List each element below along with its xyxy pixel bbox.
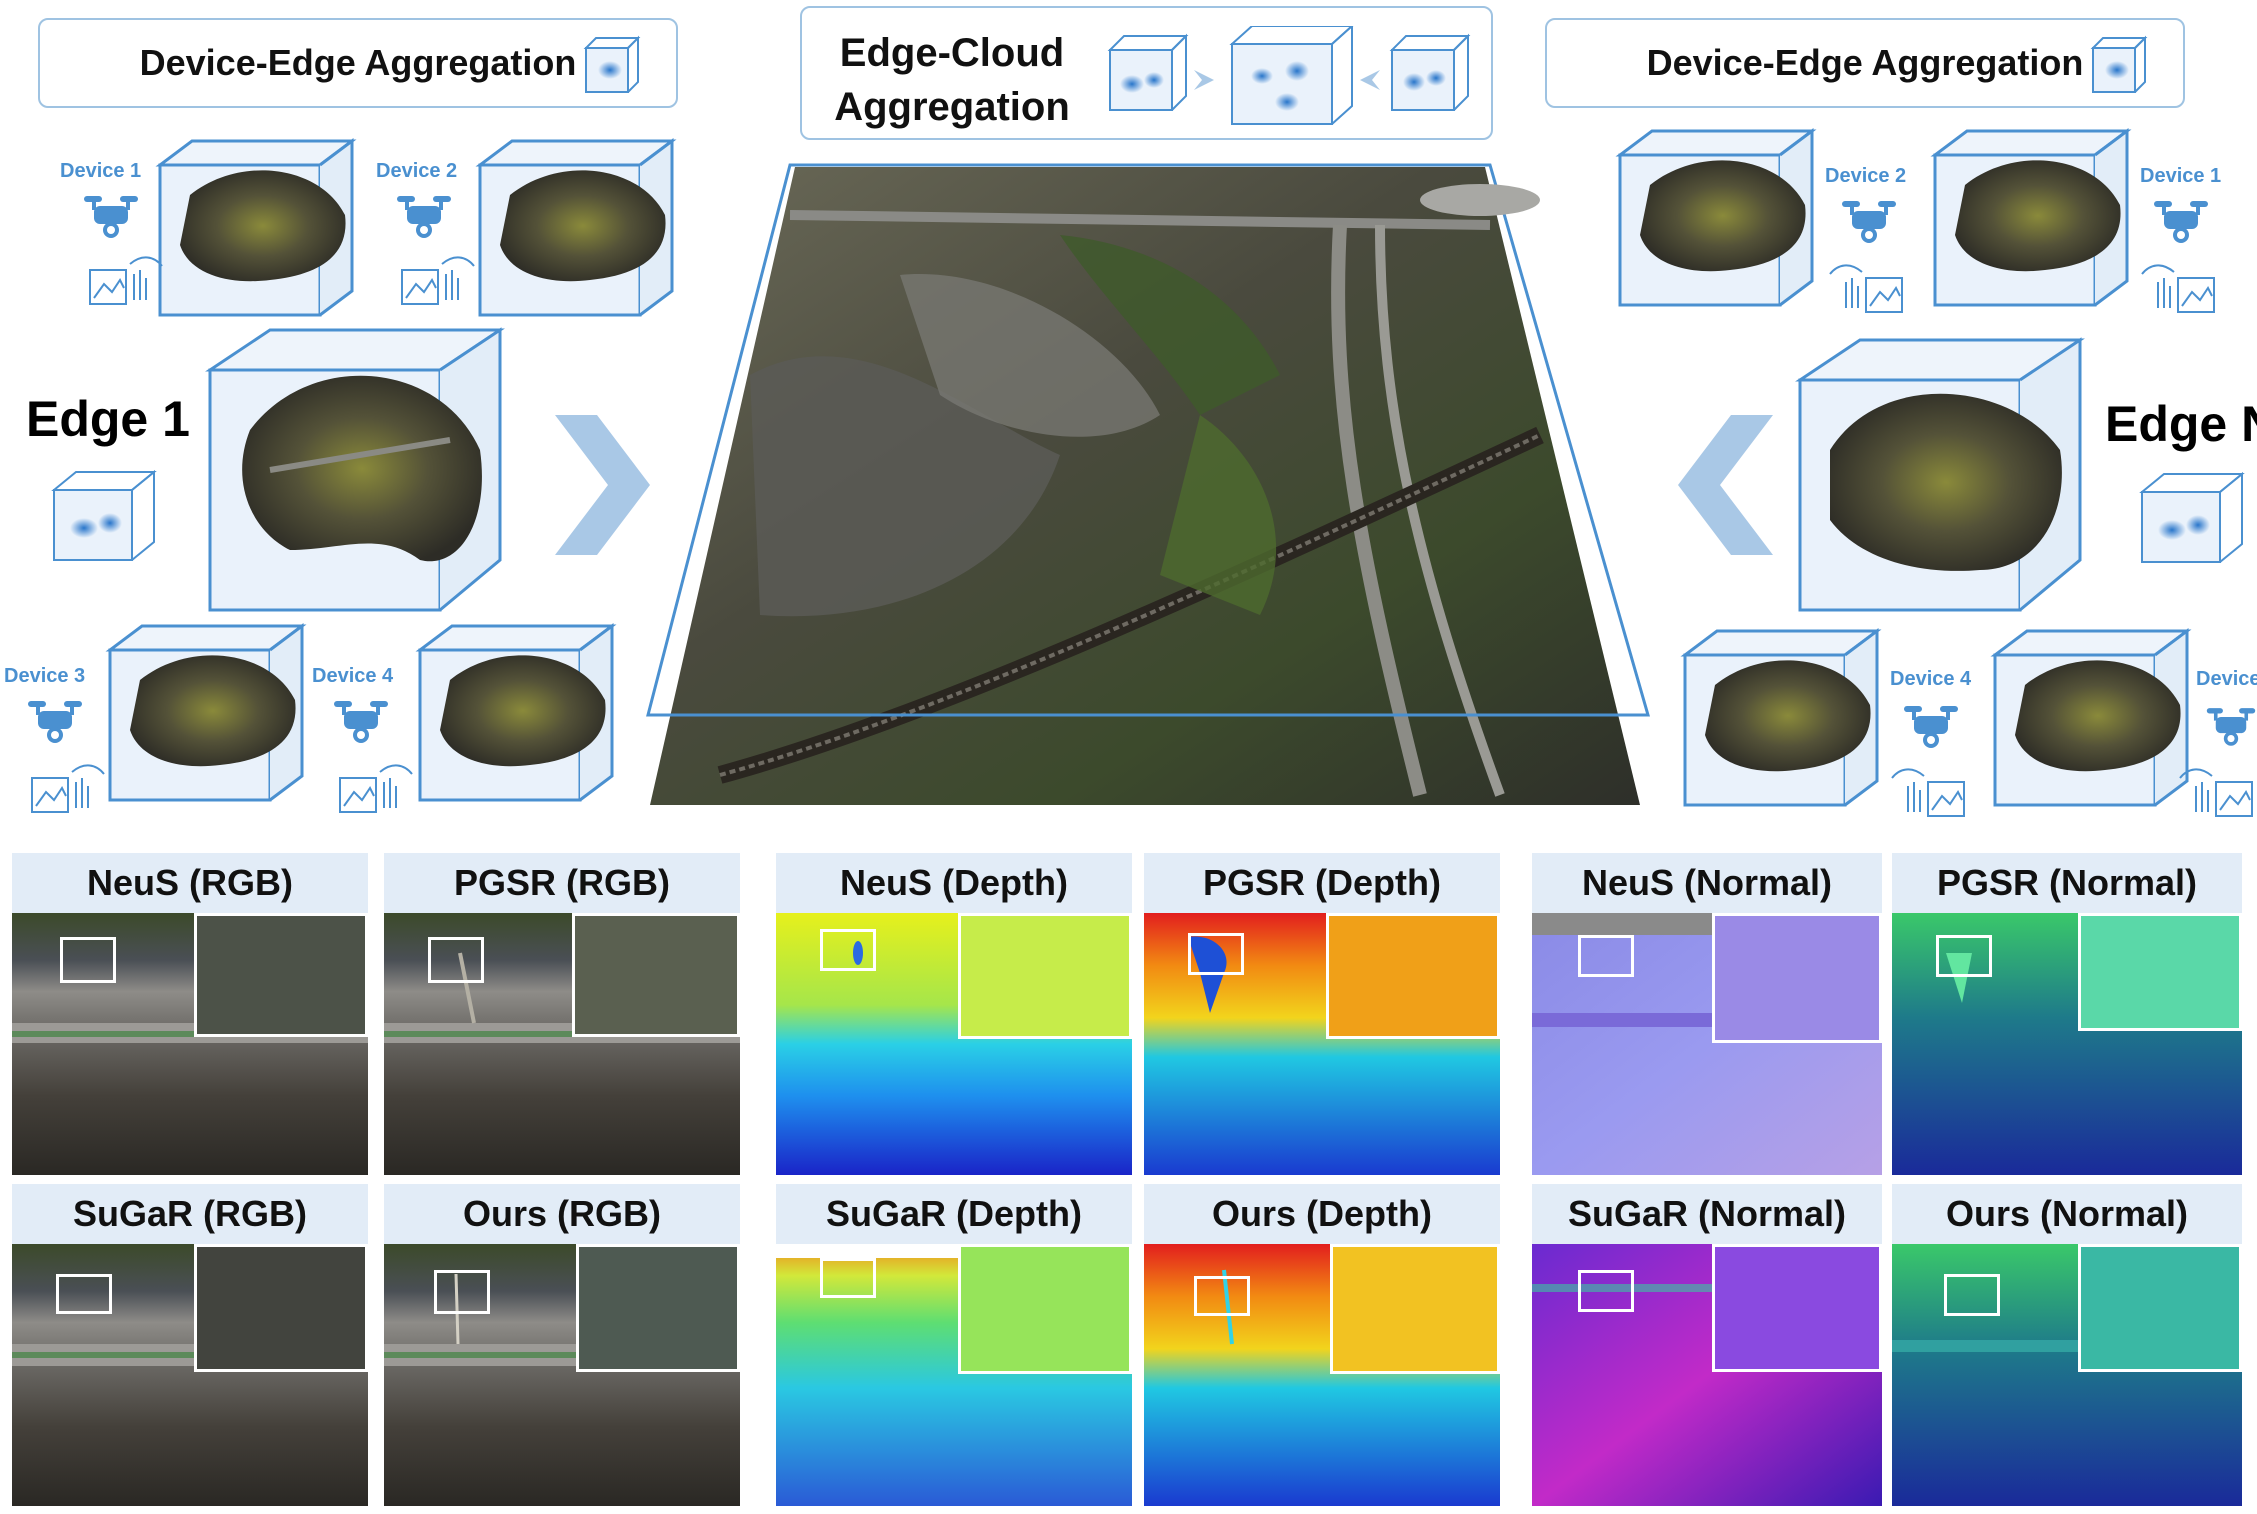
panel-title-pgsr-normal: PGSR (Normal) <box>1892 853 2242 913</box>
panel-title-pgsr-rgb: PGSR (RGB) <box>384 853 740 913</box>
panel-title-sugar-depth: SuGaR (Depth) <box>776 1184 1132 1244</box>
device-2-model <box>470 135 682 320</box>
panel-sugar-rgb <box>12 1244 368 1506</box>
gaussian-cube-icon <box>50 468 160 564</box>
drone-icon <box>1840 195 1898 247</box>
image-sync-icon <box>28 758 108 818</box>
right-device-4-label: Device 4 <box>1890 668 1972 690</box>
panel-title-sugar-normal: SuGaR (Normal) <box>1532 1184 1882 1244</box>
panel-title-ours-depth: Ours (Depth) <box>1144 1184 1500 1244</box>
center-header-line2: Aggregation <box>834 85 1070 129</box>
cloud-terrain-scene <box>640 155 1650 815</box>
panel-title-ours-rgb: Ours (RGB) <box>384 1184 740 1244</box>
right-edge-label: Edge N <box>2105 396 2257 452</box>
chevron-left-icon <box>1678 415 1773 555</box>
center-header-line1: Edge-Cloud <box>839 31 1065 75</box>
drone-icon <box>82 190 140 242</box>
panel-sugar-normal <box>1532 1244 1882 1506</box>
image-sync-icon <box>2138 258 2218 318</box>
panel-ours-normal <box>1892 1244 2242 1506</box>
left-device-2-label: Device 2 <box>376 160 458 182</box>
panel-ours-rgb <box>384 1244 740 1506</box>
panel-neus-rgb <box>12 913 368 1175</box>
image-sync-icon <box>1888 762 1968 822</box>
panel-sugar-depth <box>776 1244 1132 1506</box>
image-sync-icon <box>398 250 478 310</box>
left-device-3-label: Device 3 <box>4 665 86 687</box>
drone-icon <box>395 190 453 242</box>
panel-pgsr-normal <box>1892 913 2242 1175</box>
panel-title-neus-rgb: NeuS (RGB) <box>12 853 368 913</box>
right-device-1-model <box>1925 125 2137 310</box>
left-header-box: Device-Edge Aggregation <box>38 18 678 108</box>
drone-icon <box>2152 195 2210 247</box>
gaussian-cube-icon <box>576 34 646 96</box>
left-header-title: Device-Edge Aggregation <box>139 42 577 83</box>
right-device-2-model <box>1610 125 1822 310</box>
chevron-right-icon <box>555 415 650 555</box>
panel-title-neus-normal: NeuS (Normal) <box>1532 853 1882 913</box>
panel-pgsr-rgb <box>384 913 740 1175</box>
edge-n-aggregated-model <box>1790 330 2100 620</box>
edge-1-aggregated-model <box>190 320 530 620</box>
device-4-model <box>410 620 622 805</box>
panel-title-sugar-rgb: SuGaR (RGB) <box>12 1184 368 1244</box>
right-device-label: Device <box>2196 668 2257 690</box>
gaussian-cube-icon <box>1102 26 1482 126</box>
center-header-box: Edge-Cloud Aggregation <box>800 6 1493 140</box>
right-device-2-label: Device 2 <box>1825 165 1907 187</box>
right-header-title: Device-Edge Aggregation <box>1646 42 2084 83</box>
right-device-1-label: Device 1 <box>2140 165 2222 187</box>
image-sync-icon <box>336 758 416 818</box>
image-sync-icon <box>1826 258 1906 318</box>
panel-title-neus-depth: NeuS (Depth) <box>776 853 1132 913</box>
drone-icon <box>1902 700 1960 752</box>
device-3-model <box>100 620 312 805</box>
device-1-model <box>150 135 362 320</box>
drone-icon <box>26 695 84 747</box>
left-edge-label: Edge 1 <box>26 391 190 447</box>
gaussian-cube-icon <box>2138 470 2248 566</box>
panel-neus-depth <box>776 913 1132 1175</box>
left-device-1-label: Device 1 <box>60 160 142 182</box>
panel-neus-normal <box>1532 913 1882 1175</box>
right-device-3-model <box>1675 625 1887 810</box>
panel-title-ours-normal: Ours (Normal) <box>1892 1184 2242 1244</box>
image-sync-icon <box>86 250 166 310</box>
drone-icon <box>2205 700 2257 752</box>
image-sync-icon <box>2176 762 2256 822</box>
panel-pgsr-depth <box>1144 913 1500 1175</box>
left-device-4-label: Device 4 <box>312 665 394 687</box>
gaussian-cube-icon <box>2083 34 2153 96</box>
right-device-4-model <box>1985 625 2197 810</box>
panel-title-pgsr-depth: PGSR (Depth) <box>1144 853 1500 913</box>
drone-icon <box>332 695 390 747</box>
panel-ours-depth <box>1144 1244 1500 1506</box>
right-header-box: Device-Edge Aggregation <box>1545 18 2185 108</box>
